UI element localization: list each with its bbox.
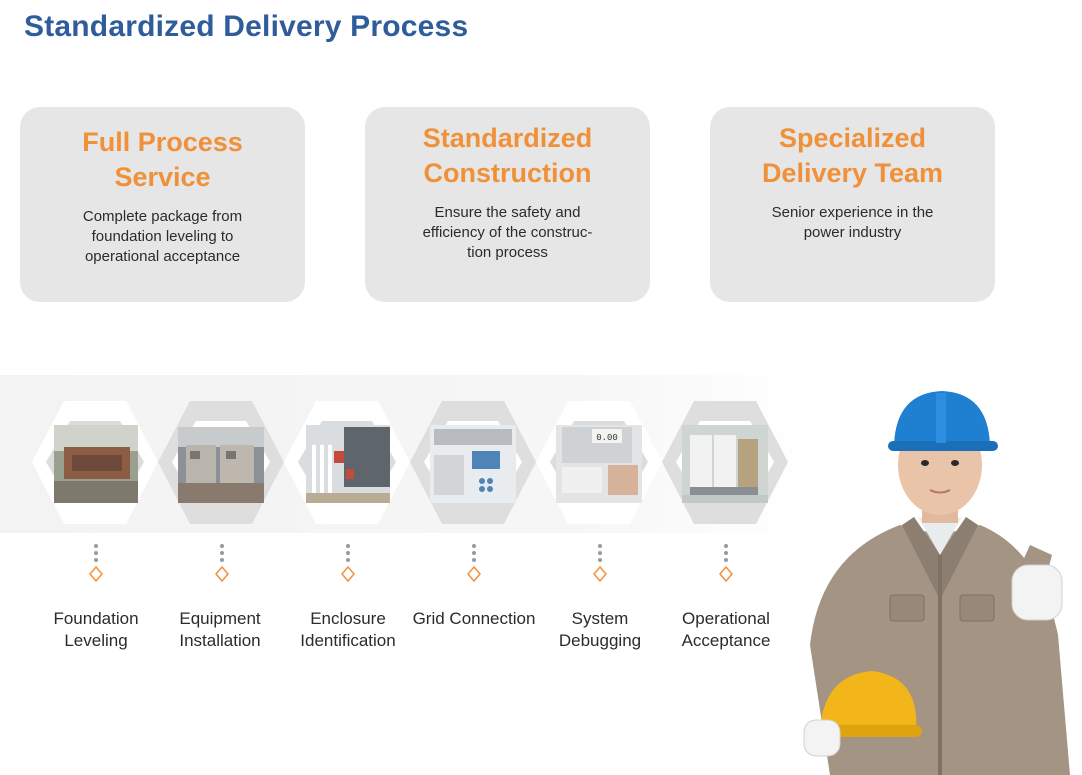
step-hex-operational-acceptance: [662, 401, 788, 524]
card-standardized-construction: Standardized Construction Ensure the saf…: [365, 107, 650, 302]
step-label-grid-connection: Grid Connection: [412, 609, 536, 628]
diamond-icon: [215, 565, 229, 582]
equipment-photo: [178, 427, 264, 503]
card-title: Full Process Service: [82, 127, 243, 192]
diamond-icon: [593, 565, 607, 582]
meter-photo: 0.00: [556, 425, 642, 503]
card-description: Senior experience in the power industry: [771, 204, 934, 241]
card-description: Complete package from foundation levelin…: [82, 208, 243, 265]
meter-reading: 0.00: [596, 433, 618, 443]
step-marker-equipment-installation: [215, 544, 229, 582]
worker-illustration: [803, 391, 1070, 775]
step-hex-grid-connection: [410, 401, 536, 524]
foundation-photo: [54, 425, 138, 503]
grid-device-photo: [430, 425, 516, 503]
diamond-icon: [467, 565, 481, 582]
step-label-enclosure-identification: Enclosure Identification: [300, 609, 396, 650]
step-label-system-debugging: System Debugging: [558, 609, 642, 650]
step-marker-foundation-leveling: [89, 544, 103, 582]
glove-icon: [803, 719, 841, 757]
card-description: Ensure the safety and efficiency of the …: [422, 204, 593, 261]
cabinet-photo: [682, 425, 768, 503]
step-marker-grid-connection: [467, 544, 481, 582]
step-hex-foundation-leveling: [32, 401, 158, 524]
page-title: Standardized Delivery Process: [24, 10, 469, 43]
diamond-icon: [89, 565, 103, 582]
hard-hat-icon: [888, 391, 998, 451]
diamond-icon: [719, 565, 733, 582]
glove-icon: [1011, 564, 1063, 621]
step-label-equipment-installation: Equipment Installation: [179, 609, 261, 650]
diamond-icon: [341, 565, 355, 582]
card-specialized-delivery-team: Specialized Delivery Team Senior experie…: [710, 107, 995, 302]
card-title: Standardized Construction: [422, 123, 593, 188]
enclosure-photo: [306, 425, 390, 503]
yellow-hard-hat-icon: [814, 671, 922, 737]
card-full-process-service: Full Process Service Complete package fr…: [20, 107, 305, 302]
step-marker-system-debugging: [593, 544, 607, 582]
step-marker-operational-acceptance: [719, 544, 733, 582]
step-hex-equipment-installation: [158, 401, 284, 524]
step-label-foundation-leveling: Foundation Leveling: [53, 609, 139, 650]
step-label-operational-acceptance: Operational Acceptance: [681, 609, 771, 650]
card-title: Specialized Delivery Team: [761, 123, 944, 188]
step-marker-enclosure-identification: [341, 544, 355, 582]
step-hex-system-debugging: 0.00: [536, 401, 662, 524]
step-hex-enclosure-identification: [284, 401, 410, 524]
